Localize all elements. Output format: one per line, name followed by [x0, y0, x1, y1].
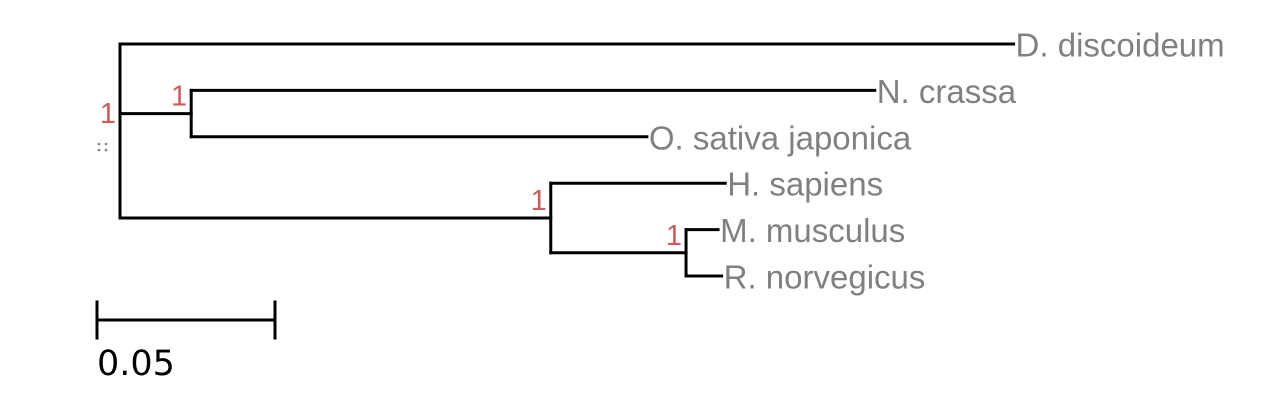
- leaf-label-hsap: H. sapiens: [727, 166, 883, 203]
- support-value-clade_rodents: 1: [666, 220, 682, 252]
- tree-support-values: 1 1 1 1: [97, 81, 682, 252]
- root-marker-dot: [97, 142, 101, 146]
- leaf-label-rnor: R. norvegicus: [724, 259, 926, 296]
- leaf-label-osat: O. sativa japonica: [649, 119, 912, 156]
- root-marker-dot: [104, 148, 108, 152]
- support-value-root: 1: [100, 98, 116, 130]
- leaf-label-ncra: N. crassa: [877, 73, 1017, 110]
- support-value-clade_fungi_plant: 1: [171, 81, 187, 113]
- support-value-clade_mammals: 1: [531, 185, 547, 217]
- tree-branches: [118, 42, 1016, 278]
- root-marker-dot: [97, 148, 101, 152]
- scale-bar-label: 0.05: [97, 344, 175, 384]
- leaf-label-ddis: D. discoideum: [1016, 27, 1225, 64]
- scale-bar: 0.05: [95, 300, 277, 384]
- leaf-label-mmus: M. musculus: [720, 212, 905, 249]
- root-marker-dot: [104, 142, 108, 146]
- tree-leaf-labels: D. discoideum N. crassa O. sativa japonica…: [649, 27, 1225, 296]
